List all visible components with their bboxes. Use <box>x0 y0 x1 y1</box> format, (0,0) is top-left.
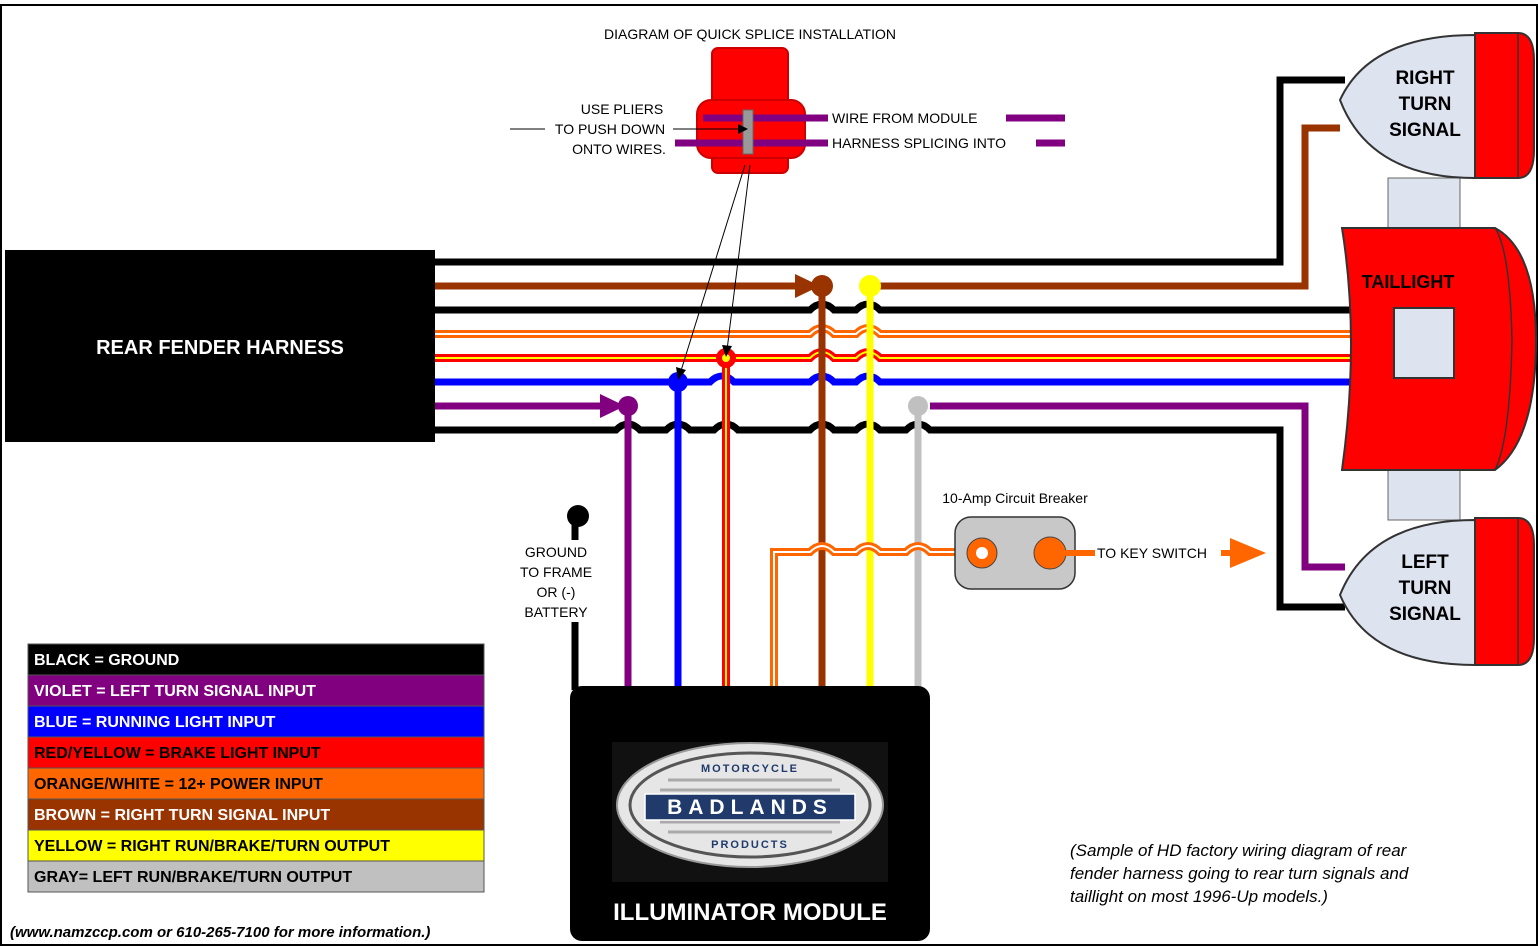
right-turn-label-2: TURN <box>1399 94 1452 115</box>
module-label: ILLUMINATOR MODULE <box>613 899 887 926</box>
ground-note: GROUND TO FRAME OR (-) BATTERY <box>515 540 597 622</box>
ground-note-1: GROUND <box>525 544 587 560</box>
legend-entry: BLUE = RUNNING LIGHT INPUT <box>34 714 276 731</box>
right-turn-cap <box>1474 32 1535 179</box>
pointer-to-blue <box>679 164 746 375</box>
pliers-note-1: USE PLIERS <box>581 101 663 117</box>
legend-swatch <box>27 860 485 893</box>
key-switch-label: TO KEY SWITCH <box>1097 545 1207 561</box>
rear-fender-harness <box>5 250 435 442</box>
footer-note: (www.namzccp.com or 610-265-7100 for mor… <box>10 924 430 941</box>
legend-entry: RED/YELLOW = BRAKE LIGHT INPUT <box>34 745 321 762</box>
legend-swatch <box>27 643 485 676</box>
illuminator-module: MOTORCYCLE BADLANDS PRODUCTS ILLUMINATOR… <box>570 686 930 941</box>
lower-connector <box>1387 467 1461 521</box>
breaker-label: 10-Amp Circuit Breaker <box>942 490 1088 506</box>
module-wires <box>571 286 980 690</box>
wire-from-module-label: WIRE FROM MODULE <box>832 110 977 126</box>
taillight-label: TAILLIGHT <box>1362 272 1455 292</box>
lights: RIGHT TURN SIGNAL TAILLIGHT LEFT TURN SI… <box>1338 32 1538 667</box>
diagram-frame <box>0 4 1538 946</box>
splice-yellow <box>859 275 881 297</box>
ground-note-2: TO FRAME <box>520 564 592 580</box>
legend-entry: ORANGE/WHITE = 12+ POWER INPUT <box>34 776 323 793</box>
logo-text: BADLANDS <box>667 796 833 819</box>
splice-blue <box>668 372 688 392</box>
legend-swatch <box>27 767 485 800</box>
key-switch-arrow <box>1230 538 1266 568</box>
legend-entry: VIOLET = LEFT TURN SIGNAL INPUT <box>34 683 316 700</box>
logo-top-text: MOTORCYCLE <box>701 763 799 775</box>
wire-violet-right <box>930 402 1345 571</box>
brown-arrow <box>795 274 820 298</box>
ground-note-3: OR (-) <box>537 584 576 600</box>
splice-title: DIAGRAM OF QUICK SPLICE INSTALLATION <box>604 26 896 42</box>
left-turn-label-2: TURN <box>1399 578 1452 599</box>
legend-entry: YELLOW = RIGHT RUN/BRAKE/TURN OUTPUT <box>34 838 390 855</box>
sample-note-1: (Sample of HD factory wiring diagram of … <box>1070 841 1408 860</box>
legend-entry: BROWN = RIGHT TURN SIGNAL INPUT <box>34 807 330 824</box>
harness-label: REAR FENDER HARNESS <box>96 337 344 359</box>
logo-bottom-text: PRODUCTS <box>711 839 789 851</box>
legend-swatch <box>27 736 485 769</box>
harness-splicing-label: HARNESS SPLICING INTO <box>832 135 1006 151</box>
sample-note-2: fender harness going to rear turn signal… <box>1070 864 1409 883</box>
splice-gray <box>908 396 928 416</box>
right-turn-label-3: SIGNAL <box>1389 120 1461 141</box>
splice-diagram: DIAGRAM OF QUICK SPLICE INSTALLATION WIR… <box>510 26 1065 380</box>
right-turn-label-1: RIGHT <box>1395 68 1455 89</box>
sample-note-3: taillight on most 1996-Up models.) <box>1070 887 1328 906</box>
pointer-to-red <box>726 164 751 351</box>
license-lamp <box>1393 307 1455 379</box>
legend-swatch <box>27 798 485 831</box>
left-turn-cap <box>1474 517 1535 666</box>
wire-black-mid <box>435 300 1360 314</box>
splice-blade <box>742 109 754 155</box>
legend-swatch <box>27 829 485 862</box>
splice-violet <box>618 396 638 416</box>
pliers-note-2: TO PUSH DOWN <box>555 121 665 137</box>
splice-points <box>618 275 928 416</box>
wire-brown-right <box>880 124 1340 290</box>
splice-brown <box>811 275 833 297</box>
wire-black-bottom <box>435 420 1345 611</box>
pliers-note-3: ONTO WIRES. <box>572 141 666 157</box>
legend-entry: GRAY= LEFT RUN/BRAKE/TURN OUTPUT <box>34 869 352 886</box>
upper-connector <box>1387 177 1461 231</box>
module-wire-orange <box>770 542 980 690</box>
ground-post <box>567 505 589 527</box>
circuit-breaker: 10-Amp Circuit Breaker TO KEY SWITCH <box>942 490 1266 590</box>
logo-banner <box>644 793 856 821</box>
legend-entry: BLACK = GROUND <box>34 652 179 669</box>
wire-blue <box>435 372 1360 386</box>
left-turn-label-1: LEFT <box>1401 552 1449 573</box>
legend-swatch <box>27 674 485 707</box>
color-legend: BLACK = GROUND VIOLET = LEFT TURN SIGNAL … <box>27 643 485 893</box>
violet-arrow <box>600 394 625 418</box>
left-turn-label-3: SIGNAL <box>1389 604 1461 625</box>
wire-black-top <box>435 76 1345 266</box>
ground-note-4: BATTERY <box>524 604 588 620</box>
